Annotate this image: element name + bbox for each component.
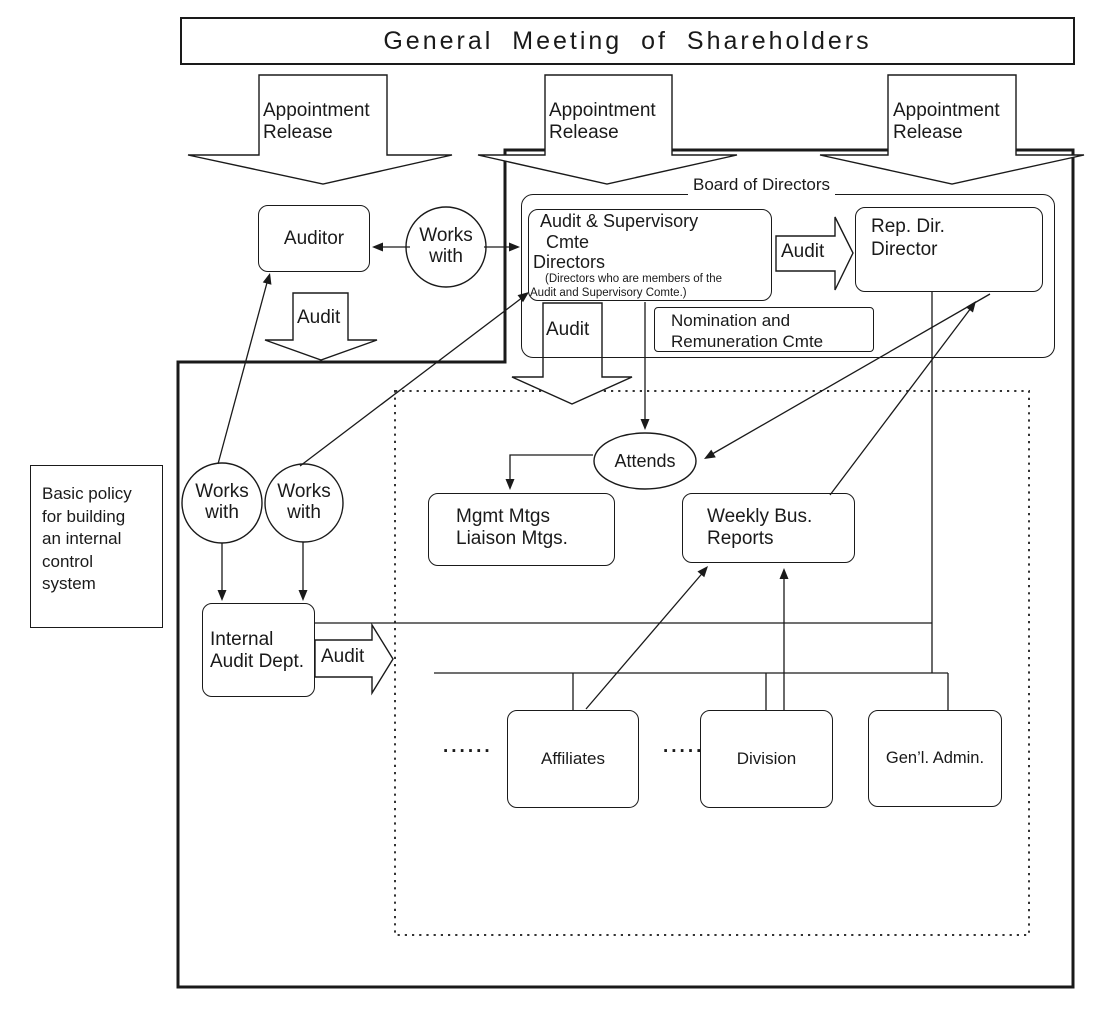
affiliates-box: Affiliates [507,710,639,808]
dotted-region-border [394,390,1030,936]
rep-dir-box [855,207,1043,292]
general-meeting-box: General Meeting of Shareholders [180,17,1075,65]
division-label: Division [736,749,797,768]
internal-audit-box [202,603,315,697]
attends-label: Attends [614,451,676,471]
committee-note1: (Directors who are members of the [545,273,723,285]
affiliates-label: Affiliates [541,749,605,768]
nomination-label: Nomination and Remuneration Cmte [671,311,824,351]
weekly-reports-label: Weekly Bus. Reports [707,506,813,549]
appointment-arrow-1 [187,74,453,185]
basic-policy-label: Basic policy for building an internal co… [42,484,132,593]
audit-label-committee: Audit [546,319,590,340]
ellipsis-division: ..... [663,736,705,757]
audit-label-repdir: Audit [781,241,825,262]
internal-audit-label: Internal Audit Dept. [210,629,304,672]
rep-dir-label: Rep. Dir. Director [871,216,945,260]
audit-right-arrow-repdir [775,216,854,291]
audit-down-arrow-committee [511,302,633,405]
works-with-label-left: Works with [195,481,249,523]
genl-admin-box: Gen’l. Admin. [868,710,1002,807]
audit-right-arrow-internal [314,622,394,696]
arrowheads [217,242,976,601]
audit-down-arrow-auditor [264,292,378,361]
committee-note2: Audit and Supervisory Comte.) [530,287,687,299]
appointment-label-3: Appointment Release [893,100,1000,143]
genl-admin-label: Gen’l. Admin. [885,749,985,767]
committee-line2: Cmte [546,232,590,252]
appointment-label-2: Appointment Release [549,100,656,143]
works-with-label-right: Works with [277,481,331,523]
weekly-reports-box [682,493,855,563]
outer-border [176,148,1075,989]
nomination-remuneration-box [654,307,874,352]
mgmt-mtgs-box [428,493,615,566]
appointment-arrow-3 [819,74,1085,185]
block-arrows [187,74,1085,696]
attends-ellipse [593,432,697,490]
division-box: Division [700,710,833,808]
connector-shapes [181,206,697,544]
board-of-directors-label: Board of Directors [688,175,835,195]
audit-label-internal: Audit [321,646,365,667]
basic-policy-box [30,465,163,628]
audit-label-auditor: Audit [297,307,341,328]
auditor-label: Auditor [283,227,345,249]
connectors [217,246,991,710]
auditor-box: Auditor [258,205,370,272]
general-meeting-label: General Meeting of Shareholders [383,26,872,55]
works-with-circle-right [264,463,344,543]
mgmt-mtgs-label: Mgmt Mtgs Liaison Mtgs. [456,506,568,549]
appointment-arrow-2 [477,74,738,185]
audit-supervisory-committee-box [528,209,772,301]
committee-line1: Audit & Supervisory [540,211,699,231]
org-structure-lines [315,292,949,710]
ellipsis-affiliates: ...... [443,736,493,757]
works-with-label-top: Works with [419,225,473,267]
appointment-label-1: Appointment Release [263,100,370,143]
committee-line3: Directors [533,252,606,272]
